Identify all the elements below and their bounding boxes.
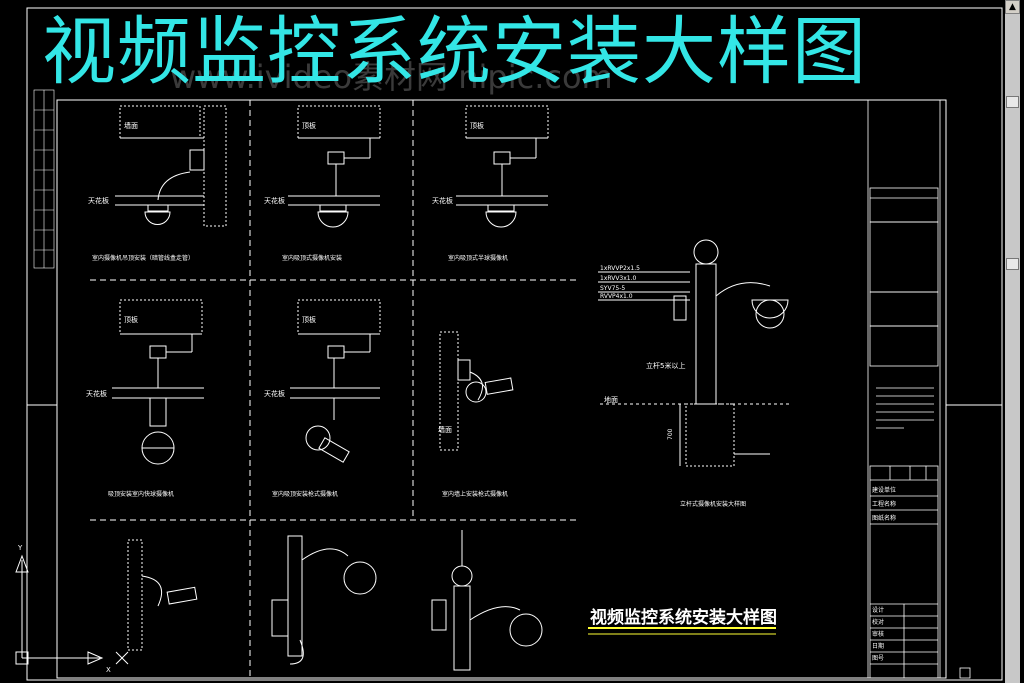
ucs-icon xyxy=(15,554,129,665)
detail-1 xyxy=(115,105,227,227)
tb-field-2: 工程名称 xyxy=(872,500,896,508)
detail-3 xyxy=(456,105,549,228)
detail-7 xyxy=(127,539,198,651)
scroll-marker-1[interactable] xyxy=(1006,96,1019,108)
pole-cable-4: RVVP4x1.0 xyxy=(600,293,633,300)
d1-ceiling-label: 天花板 xyxy=(88,196,109,205)
pole-cable-1: 1xRVVP2x1.5 xyxy=(600,265,640,272)
title-block xyxy=(867,100,971,679)
d4-top-label: 顶板 xyxy=(124,315,138,324)
axis-y-label: Y xyxy=(17,544,23,552)
pole-dim: 700 xyxy=(667,428,674,440)
tb-field-4: 设计 xyxy=(872,606,884,614)
inner-frame xyxy=(56,99,947,679)
d1-wall-label: 墙面 xyxy=(124,121,138,130)
tb-field-5: 校对 xyxy=(872,618,884,626)
d4-ceiling-label: 天花板 xyxy=(86,389,107,398)
detail-8 xyxy=(271,535,377,665)
grid-dividers xyxy=(90,100,578,678)
drawing-subtitle: 视频监控系统安装大样图 xyxy=(590,608,777,628)
vertical-scrollbar[interactable] xyxy=(1005,0,1020,683)
d2-top-label: 顶板 xyxy=(302,121,316,130)
d2-ceiling-label: 天花板 xyxy=(264,196,285,205)
detail-4 xyxy=(112,299,204,465)
d3-caption: 室内吸顶式半球摄像机 xyxy=(448,254,508,262)
tb-field-1: 建设单位 xyxy=(872,486,896,494)
d4-caption: 吸顶安装室内快球摄像机 xyxy=(108,490,174,498)
tb-field-3: 图纸名称 xyxy=(872,514,896,522)
scroll-marker-2[interactable] xyxy=(1006,258,1019,270)
d1-caption: 室内摄像机吊顶安装（暗管线盒走管） xyxy=(92,254,194,262)
detail-5 xyxy=(290,299,381,463)
d5-top-label: 顶板 xyxy=(302,315,316,324)
detail-2 xyxy=(288,105,381,228)
pole-height-note: 立杆5米以上 xyxy=(646,361,685,370)
d5-ceiling-label: 天花板 xyxy=(264,389,285,398)
d6-wall-label: 墙面 xyxy=(438,425,452,434)
watermark: www.ivideo素材网 nipic.com xyxy=(170,58,613,96)
pole-cable-2: 1xRVV3x1.0 xyxy=(600,275,637,282)
detail-9 xyxy=(431,530,543,671)
d3-ceiling-label: 天花板 xyxy=(432,196,453,205)
d3-top-label: 顶板 xyxy=(470,121,484,130)
d2-caption: 室内吸顶式摄像机安装 xyxy=(282,254,342,262)
detail-6 xyxy=(439,331,514,451)
pole-cable-3: SYV75-5 xyxy=(600,285,625,292)
d5-caption: 室内吸顶安装枪式摄像机 xyxy=(272,490,338,498)
tb-field-8: 图号 xyxy=(872,655,884,662)
left-strip xyxy=(33,89,55,269)
tb-field-6: 审核 xyxy=(872,630,884,638)
scroll-up-button[interactable]: ▲ xyxy=(1005,0,1020,14)
pole-detail xyxy=(598,239,790,467)
axis-x-label: X xyxy=(106,666,111,674)
pole-caption: 立杆式摄像机安装大样图 xyxy=(680,500,746,508)
tb-field-7: 日期 xyxy=(872,642,884,650)
pole-ground-label: 地面 xyxy=(604,395,618,404)
banner-title: 视频监控系统安装大样图 xyxy=(42,9,867,95)
drawing-border xyxy=(26,7,1003,681)
d6-caption: 室内墙上安装枪式摄像机 xyxy=(442,490,508,498)
